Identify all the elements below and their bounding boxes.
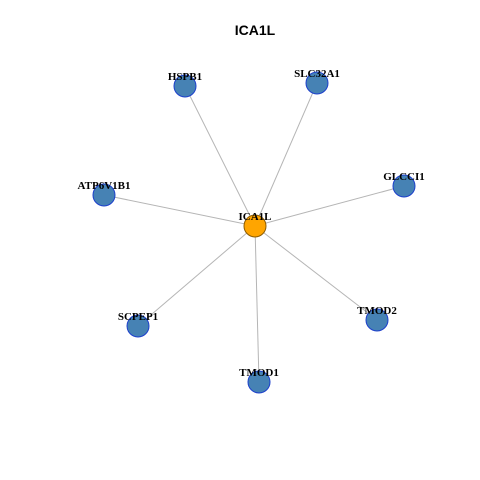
node-scpep1 xyxy=(126,314,150,338)
edge-ica1l-scpep1 xyxy=(137,225,256,327)
node-glcci1 xyxy=(392,174,416,198)
node-label-glcci1: GLCCI1 xyxy=(383,171,425,183)
node-label-ica1l: ICA1L xyxy=(238,211,271,223)
node-label-atp6v1b1: ATP6V1B1 xyxy=(78,180,131,192)
node-layer xyxy=(92,71,416,394)
node-label-slc32a1: SLC32A1 xyxy=(294,68,340,80)
node-tmod2 xyxy=(365,308,389,332)
diagram-title: ICA1L xyxy=(235,22,276,38)
edge-ica1l-glcci1 xyxy=(254,185,405,227)
edge-ica1l-tmod2 xyxy=(254,225,378,321)
node-hspb1 xyxy=(173,74,197,98)
node-label-tmod2: TMOD2 xyxy=(357,305,397,317)
center-node-ica1l xyxy=(243,214,267,238)
node-tmod1 xyxy=(247,370,271,394)
node-label-tmod1: TMOD1 xyxy=(239,367,279,379)
edge-ica1l-slc32a1 xyxy=(254,82,318,227)
edge-ica1l-atp6v1b1 xyxy=(103,194,256,227)
edge-ica1l-hspb1 xyxy=(184,85,256,227)
node-label-hspb1: HSPB1 xyxy=(168,71,202,83)
node-slc32a1 xyxy=(305,71,329,95)
edge-layer xyxy=(103,82,405,383)
node-atp6v1b1 xyxy=(92,183,116,207)
edge-ica1l-tmod1 xyxy=(254,225,260,383)
node-label-scpep1: SCPEP1 xyxy=(118,311,158,323)
